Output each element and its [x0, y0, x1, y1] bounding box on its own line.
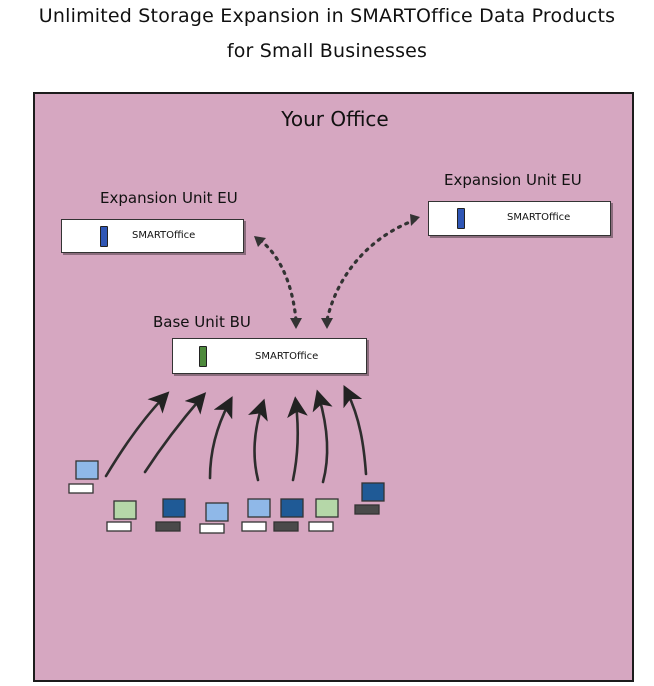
expansion-unit-right: SMARTOffice: [428, 201, 611, 236]
client-arrow-5: [287, 396, 308, 482]
client-arrow-4: [248, 398, 268, 482]
dotted-link-left: [258, 238, 298, 322]
computer-keyboard-1: [68, 483, 94, 494]
drive-bay-icon: [100, 226, 108, 247]
computer-keyboard-3: [155, 521, 181, 532]
computer-monitor-1: [75, 460, 99, 480]
base-unit-label: Base Unit BU: [153, 313, 251, 331]
expansion-unit-right-label: Expansion Unit EU: [444, 171, 582, 189]
computer-monitor-3: [162, 498, 186, 518]
diagram-title-line-1: Unlimited Storage Expansion in SMARTOffi…: [38, 5, 616, 27]
office-label: Your Office: [281, 107, 389, 131]
computer-monitor-6: [280, 498, 304, 518]
computer-keyboard-5: [241, 521, 267, 532]
computer-monitor-7: [315, 498, 339, 518]
computer-keyboard-7: [308, 521, 334, 532]
computer-monitor-5: [247, 498, 271, 518]
computer-keyboard-2: [106, 521, 132, 532]
client-arrow-2: [143, 392, 207, 474]
base-unit: SMARTOffice: [172, 338, 367, 374]
client-arrow-6: [312, 389, 333, 484]
computer-monitor-4: [205, 502, 229, 522]
arrowhead-icon: [254, 236, 266, 247]
computer-keyboard-8: [354, 504, 380, 515]
computer-keyboard-4: [199, 523, 225, 534]
expansion-unit-left: SMARTOffice: [61, 219, 244, 253]
client-arrow-1: [104, 391, 170, 478]
computer-monitor-8: [361, 482, 385, 502]
arrowhead-icon: [290, 318, 302, 329]
office-area: [33, 92, 634, 682]
drive-bay-icon: [199, 346, 207, 367]
computer-monitor-2: [113, 500, 137, 520]
diagram-title-line-2: for Small Businesses: [226, 40, 428, 62]
dotted-link-right: [325, 218, 417, 322]
drive-bay-icon: [457, 208, 465, 229]
client-arrow-3: [208, 396, 233, 480]
base-unit-brand: SMARTOffice: [255, 351, 319, 362]
expansion-unit-left-label: Expansion Unit EU: [100, 189, 238, 207]
expansion-unit-right-brand: SMARTOffice: [507, 212, 571, 223]
client-arrow-7: [343, 385, 368, 476]
arrowhead-icon: [410, 214, 420, 226]
computer-keyboard-6: [273, 521, 299, 532]
arrowhead-icon: [321, 318, 333, 329]
expansion-unit-left-brand: SMARTOffice: [132, 230, 196, 241]
